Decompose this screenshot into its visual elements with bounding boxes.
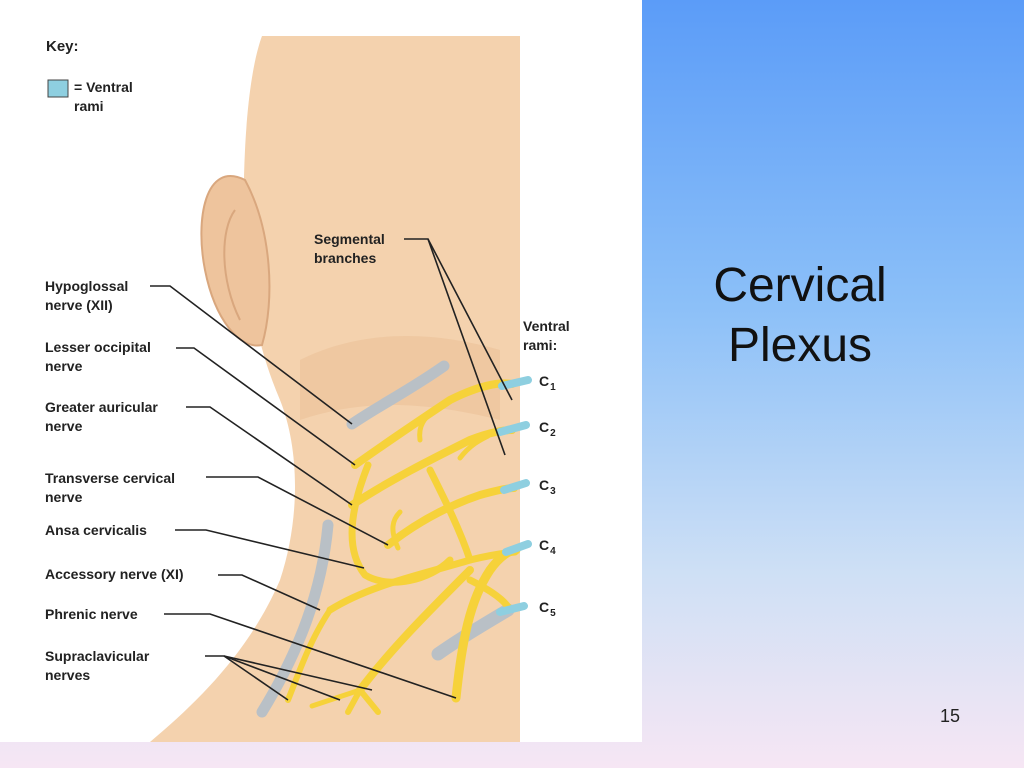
label-lesser-occipital: Lesser occipital nerve: [45, 339, 151, 374]
leader-accessory: [218, 574, 321, 611]
ramus-c4-shape: [502, 540, 532, 556]
ramus-label-c2: C2: [539, 419, 556, 439]
label-transverse-cervical: Transverse cervical nerve: [45, 470, 175, 505]
leader-transverse-cervical: [206, 476, 389, 546]
supraclavicular-trunk: [356, 566, 474, 694]
leader-segmental-2: [427, 238, 506, 456]
slide-title-line-1: Cervical: [713, 259, 887, 312]
label-hypoglossal: Hypoglossal nerve (XII): [45, 278, 129, 313]
label-supraclavicular: Supraclavicular nerves: [45, 648, 150, 683]
mid-connector: [426, 466, 474, 564]
mid-twig: [457, 433, 491, 461]
ramus-label-c1: C1: [539, 373, 556, 393]
upper-twig: [417, 409, 435, 443]
supraclavicular-branch-2: [357, 687, 381, 715]
ramus-c2-shape: [496, 421, 530, 436]
leader-supraclavicular-2: [223, 655, 341, 701]
ramus-c5-shape: [496, 602, 528, 616]
label-greater-auricular: Greater auricular nerve: [45, 399, 158, 434]
label-accessory-nerve: Accessory nerve (XI): [45, 566, 184, 582]
ramus-label-c4: C4: [539, 537, 556, 557]
leader-supraclavicular-3: [223, 655, 373, 691]
supraclavicular-branch-1: [345, 687, 363, 715]
slide-title-line-2: Plexus: [727, 319, 873, 372]
slide-title: Cervical Plexus: [660, 256, 940, 376]
label-ansa-cervicalis: Ansa cervicalis: [45, 522, 147, 538]
ear-inner-fold: [223, 209, 241, 321]
lower-left-branch: [285, 607, 333, 703]
leader-ansa-cervicalis: [175, 529, 365, 569]
hypoglossal-nerve-shape: [346, 360, 450, 430]
ventral-rami-stubs: [496, 376, 532, 616]
lower-twig: [390, 509, 403, 551]
label-segmental-branches: Segmental branches: [314, 231, 385, 266]
label-ventral-rami: Ventral rami:: [523, 318, 570, 353]
ramus-c1-shape: [498, 376, 532, 390]
leader-hypoglossal: [150, 285, 353, 425]
key-title: Key:: [46, 38, 79, 55]
leader-greater-auricular: [186, 406, 353, 506]
lower-connector: [326, 548, 519, 614]
leader-lines: [150, 238, 513, 701]
label-phrenic-nerve: Phrenic nerve: [45, 606, 138, 622]
ramus-label-c5: C5: [539, 599, 556, 619]
cervical-plexus-illustration: [47, 36, 532, 742]
key-swatch: [47, 79, 69, 98]
key-entry-label: = Ventral rami: [74, 79, 133, 114]
figure-panel: Key: = Ventral rami Hypoglossal nerve (X…: [45, 36, 570, 742]
leader-phrenic: [164, 613, 457, 699]
lesser-occipital-branch: [351, 379, 516, 469]
leader-lesser-occipital: [176, 347, 356, 466]
ear: [200, 175, 271, 347]
ramus-label-c3: C3: [539, 477, 556, 497]
page-number: 15: [939, 706, 961, 726]
accessory-nerve-shape: [256, 519, 334, 718]
ramus-c3-shape: [500, 479, 530, 494]
nerve-plexus: [285, 379, 521, 715]
